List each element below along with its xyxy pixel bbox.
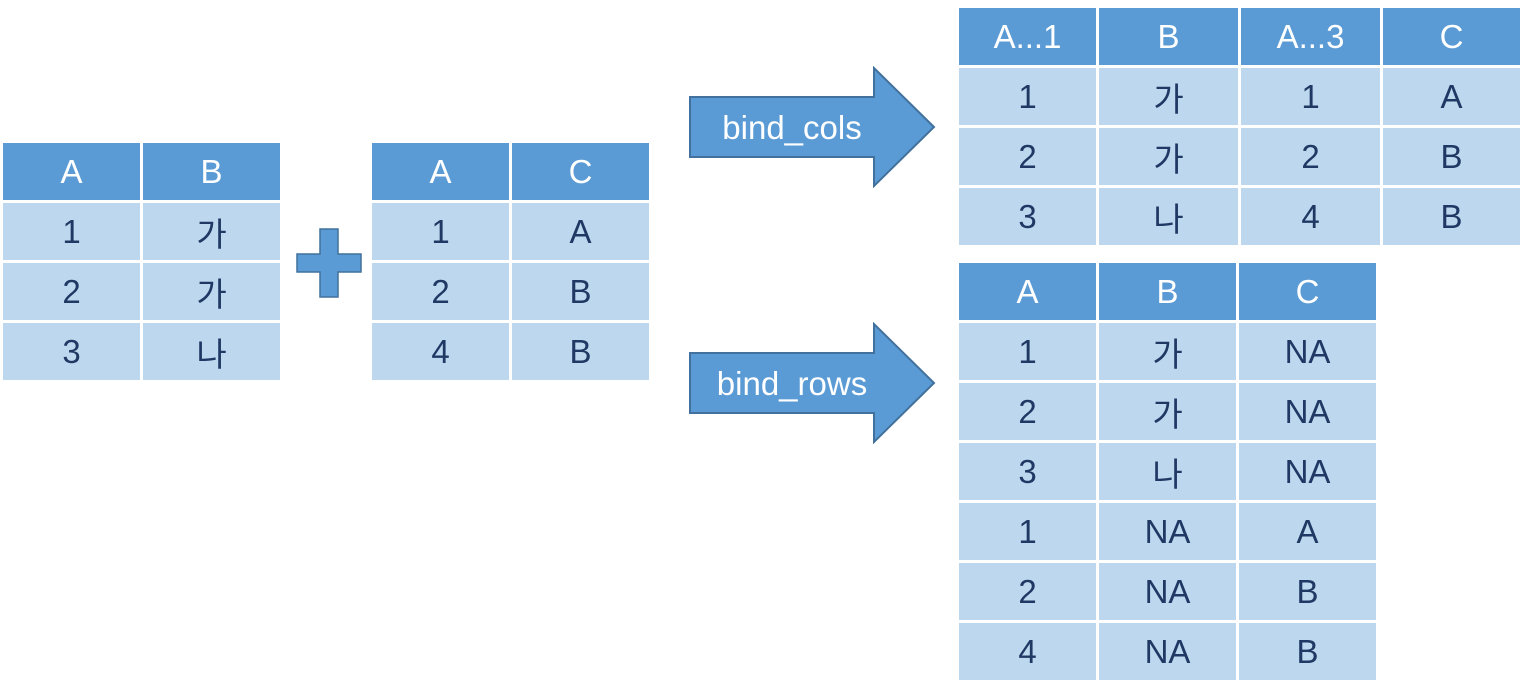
table-cell: 1: [372, 203, 509, 260]
table-cell: NA: [1099, 623, 1236, 680]
table-header-cell: C: [1383, 8, 1520, 65]
table-cell: 4: [372, 323, 509, 380]
bind-cols-label: bind_cols: [722, 109, 862, 146]
table-cell: 2: [959, 383, 1096, 440]
table-cell: 2: [959, 563, 1096, 620]
table-cell: 나: [1099, 443, 1236, 500]
table-cell: 1: [1241, 68, 1380, 125]
table-cell: 1: [959, 68, 1096, 125]
plus-icon: [296, 228, 362, 298]
table-cell: 가: [1099, 383, 1236, 440]
table-cell: 1: [959, 503, 1096, 560]
table-header-cell: C: [1239, 263, 1376, 320]
table-cell: 가: [1099, 68, 1238, 125]
table-cell: 3: [959, 188, 1096, 245]
table-header-cell: A: [372, 143, 509, 200]
table-header-cell: C: [512, 143, 649, 200]
table-cell: A: [512, 203, 649, 260]
table-cell: B: [1383, 188, 1520, 245]
bind-rows-label: bind_rows: [716, 365, 868, 402]
bind-cols-arrow-icon: [689, 66, 936, 188]
bind-rows-arrow-icon: [689, 322, 936, 444]
table-cell: 나: [143, 323, 280, 380]
table-header-cell: B: [1099, 8, 1238, 65]
table-header-cell: A...3: [1241, 8, 1380, 65]
table-cell: A: [1383, 68, 1520, 125]
table-cell: B: [1239, 623, 1376, 680]
table-cell: 2: [959, 128, 1096, 185]
table-cell: NA: [1099, 503, 1236, 560]
table-header-cell: B: [1099, 263, 1236, 320]
table-header-cell: A: [959, 263, 1096, 320]
table-cell: A: [1239, 503, 1376, 560]
table-cell: 1: [3, 203, 140, 260]
table-cell: B: [512, 323, 649, 380]
table-cell: 3: [3, 323, 140, 380]
table-cell: 3: [959, 443, 1096, 500]
table-header-cell: A...1: [959, 8, 1096, 65]
table-cell: 가: [1099, 323, 1236, 380]
table-cell: 가: [143, 263, 280, 320]
table-cell: 가: [1099, 128, 1238, 185]
table-cell: 2: [3, 263, 140, 320]
table-cell: 4: [959, 623, 1096, 680]
table-cell: 1: [959, 323, 1096, 380]
table-cell: 2: [1241, 128, 1380, 185]
table-cell: NA: [1239, 323, 1376, 380]
table-cell: 4: [1241, 188, 1380, 245]
table-cell: 나: [1099, 188, 1238, 245]
table-cell: NA: [1099, 563, 1236, 620]
table-cell: B: [1239, 563, 1376, 620]
table-cell: 가: [143, 203, 280, 260]
table-cell: NA: [1239, 443, 1376, 500]
table-header-cell: A: [3, 143, 140, 200]
table-cell: 2: [372, 263, 509, 320]
table-cell: B: [512, 263, 649, 320]
table-cell: B: [1383, 128, 1520, 185]
table-cell: NA: [1239, 383, 1376, 440]
table-header-cell: B: [143, 143, 280, 200]
